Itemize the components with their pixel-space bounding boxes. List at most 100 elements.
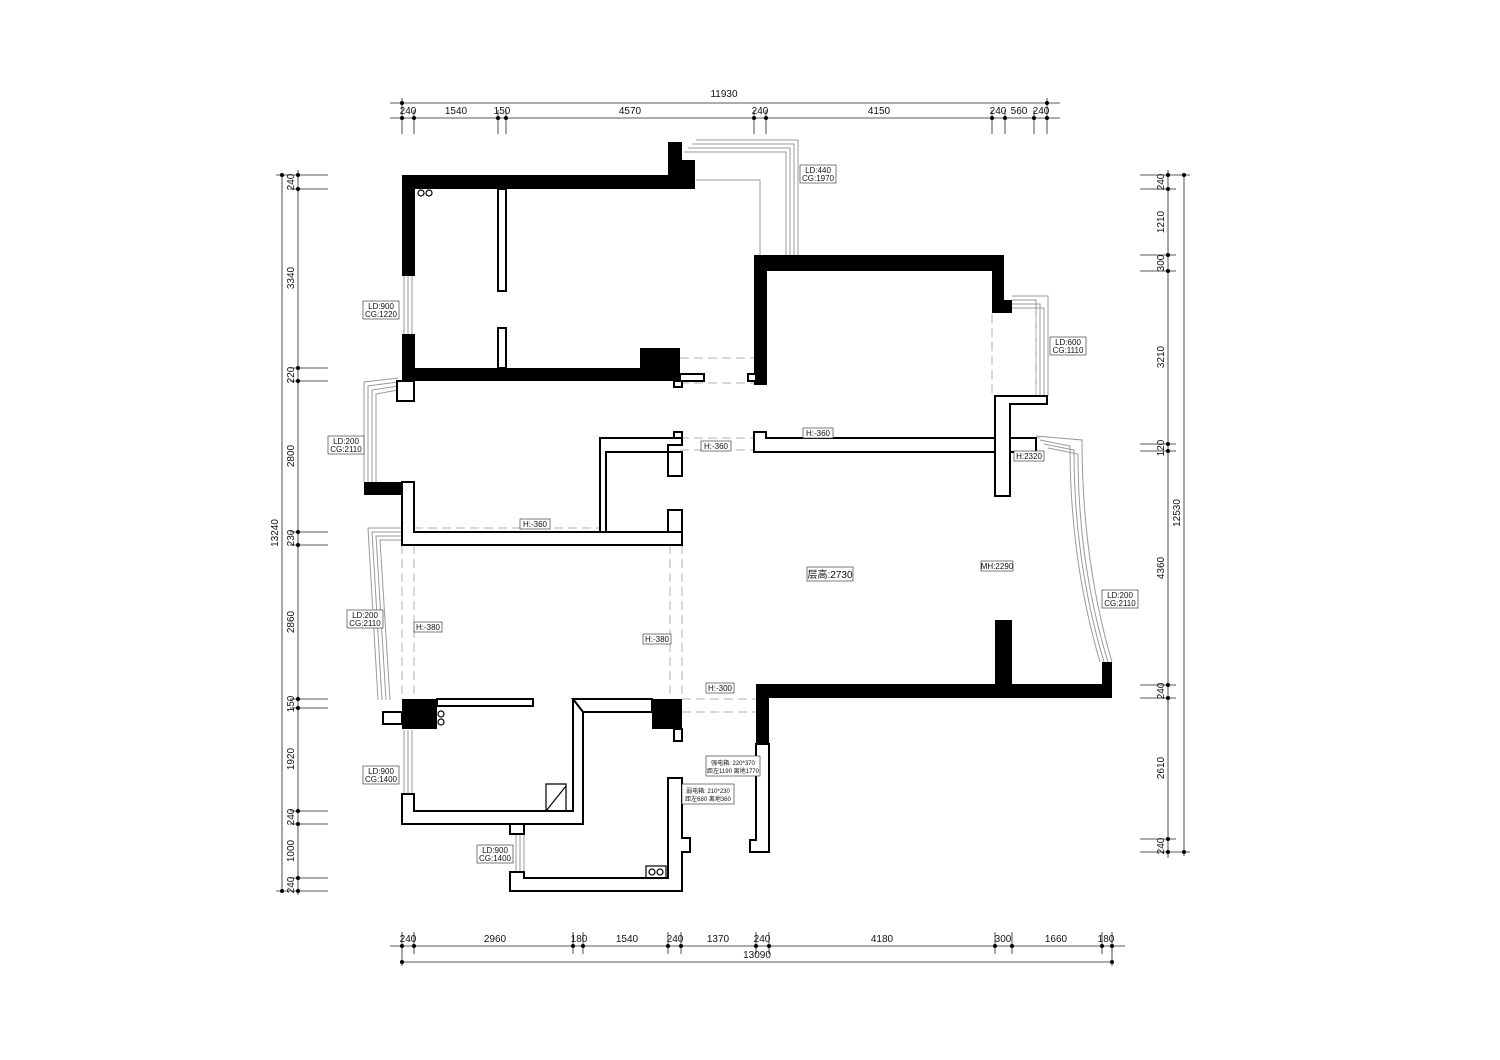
beam-tag-2: H:-360 <box>802 427 834 439</box>
window-tag-2: LD:900 CG:1220 <box>362 300 400 320</box>
window-tag-5: LD:200 CG:2110 <box>1101 589 1139 609</box>
weak-current-box-tag: 弱电箱: 210*230 距左680 离地360 <box>681 783 735 805</box>
right-dim-segment: 4360 <box>1156 556 1167 579</box>
tag-cg: CG:1400 <box>479 854 512 863</box>
bottom-dim-segment: 300 <box>995 934 1012 945</box>
left-dimension-chain: 240 3340 220 2800 230 2860 150 1920 240 … <box>270 170 328 895</box>
right-dim-segment: 300 <box>1156 254 1167 271</box>
left-dim-segment: 240 <box>286 876 297 893</box>
right-dim-segment: 1210 <box>1156 210 1167 233</box>
mh-tag: MH:2290 <box>980 560 1014 572</box>
beam-tag-7: H:-300 <box>705 682 735 694</box>
right-dim-segment: 3210 <box>1156 345 1167 368</box>
tag-cg: CG:1400 <box>365 775 398 784</box>
drain-icon <box>417 189 425 197</box>
left-dim-segment: 220 <box>286 366 297 383</box>
left-dim-segment: 3340 <box>286 266 297 289</box>
window-tag-3: LD:600 CG:1110 <box>1049 336 1087 356</box>
fixtures <box>417 189 667 879</box>
tag-cg: CG:1970 <box>802 174 835 183</box>
beam-tag-6: H:-380 <box>642 633 672 645</box>
window-tag-4: LD:200 CG:2110 <box>327 435 365 455</box>
box-spec: 弱电箱: 210*230 <box>686 787 730 795</box>
right-total-dim: 12530 <box>1172 499 1183 527</box>
top-dim-segment: 560 <box>1011 106 1028 117</box>
tag-ld: LD:200 <box>333 437 359 446</box>
bottom-dim-segment: 240 <box>667 934 684 945</box>
bottom-dim-segment: 240 <box>754 934 771 945</box>
left-dim-segment: 2860 <box>286 610 297 633</box>
right-dim-segment: 2610 <box>1156 756 1167 779</box>
window-tag-7: LD:900 CG:1400 <box>362 765 400 785</box>
top-ticks <box>400 98 1049 134</box>
bottom-dimension-chain: 240 2960 180 1540 240 1370 240 4180 300 … <box>390 932 1125 966</box>
left-total-dim: 13240 <box>270 519 281 547</box>
tag-ld: LD:900 <box>482 846 508 855</box>
beam-tag-5: H:-380 <box>413 621 443 633</box>
load-bearing-walls <box>364 142 1112 744</box>
bottom-dim-segment: 1540 <box>616 934 639 945</box>
ceiling-height-tag: 层高:2730 <box>806 566 854 582</box>
drain-icon <box>656 868 664 876</box>
right-dim-segment: 240 <box>1156 173 1167 190</box>
left-dim-segment: 1920 <box>286 747 297 770</box>
top-dim-segment: 240 <box>400 106 417 117</box>
box-position: 距左1190 离地1770 <box>707 767 760 775</box>
right-ticks <box>1140 173 1190 854</box>
beam-height: H:-300 <box>708 684 733 693</box>
drain-icon <box>437 718 445 726</box>
strong-current-box-tag: 强电箱: 220*370 距左1190 离地1770 <box>705 755 761 777</box>
beam-height: H:-360 <box>523 520 548 529</box>
bottom-dim-segment: 180 <box>1098 934 1115 945</box>
tag-ld: LD:900 <box>368 767 394 776</box>
left-dim-segment: 230 <box>286 529 297 546</box>
left-dim-segment: 2800 <box>286 444 297 467</box>
bottom-dim-segment: 1660 <box>1045 934 1068 945</box>
tag-cg: CG:1110 <box>1053 346 1084 355</box>
beam-height: H:-360 <box>806 429 831 438</box>
beam-height: H:-380 <box>645 635 670 644</box>
beam-tag-4: H:2320 <box>1013 450 1045 462</box>
tag-cg: CG:2110 <box>1104 599 1136 608</box>
tag-cg: CG:2110 <box>349 619 381 628</box>
drain-icon <box>437 710 445 718</box>
left-dim-segment: 150 <box>286 695 297 712</box>
right-dimension-chain: 240 1210 300 3210 120 4360 240 2610 240 … <box>1140 170 1190 858</box>
left-dim-segment: 1000 <box>286 839 297 862</box>
right-dim-segment: 120 <box>1156 439 1167 456</box>
top-dimension-chain: 11930 240 1540 150 4570 240 4150 240 560… <box>390 89 1060 134</box>
tag-ld: LD:200 <box>352 611 378 620</box>
box-spec: 强电箱: 220*370 <box>711 759 755 767</box>
right-dim-segment: 240 <box>1156 837 1167 854</box>
top-dim-segment: 150 <box>494 106 511 117</box>
box-position: 距左680 离地360 <box>685 795 731 803</box>
top-dim-segment: 240 <box>990 106 1007 117</box>
bottom-dim-segment: 2960 <box>484 934 507 945</box>
partition-walls <box>382 188 1048 892</box>
bottom-dim-segment: 1370 <box>707 934 730 945</box>
bottom-ticks <box>400 932 1114 966</box>
drain-icon <box>648 868 656 876</box>
beam-height: H:-360 <box>704 442 729 451</box>
window-tag-6: LD:200 CG:2110 <box>346 609 384 629</box>
bottom-dim-segment: 180 <box>571 934 588 945</box>
beam-tag-3: H:-360 <box>519 518 551 530</box>
top-dim-segment: 4150 <box>868 106 891 117</box>
top-dim-segment: 240 <box>752 106 769 117</box>
bottom-dim-segment: 240 <box>400 934 417 945</box>
top-total-dim: 11930 <box>710 89 738 100</box>
window-tag-8: LD:900 CG:1400 <box>476 844 514 864</box>
beam-tag-1: H:-360 <box>700 440 732 452</box>
tag-ld: LD:600 <box>1055 338 1081 347</box>
left-ticks <box>276 173 328 893</box>
window-tag-1: LD:440 CG:1970 <box>799 164 837 184</box>
tag-ld: LD:900 <box>368 302 394 311</box>
top-dim-segment: 4570 <box>619 106 642 117</box>
left-dim-segment: 240 <box>286 173 297 190</box>
beam-height: H:-380 <box>416 623 441 632</box>
mh-height: MH:2290 <box>981 562 1014 571</box>
tag-cg: CG:1220 <box>365 310 398 319</box>
beam-height: H:2320 <box>1016 452 1042 461</box>
ceiling-height: 层高:2730 <box>807 568 852 581</box>
